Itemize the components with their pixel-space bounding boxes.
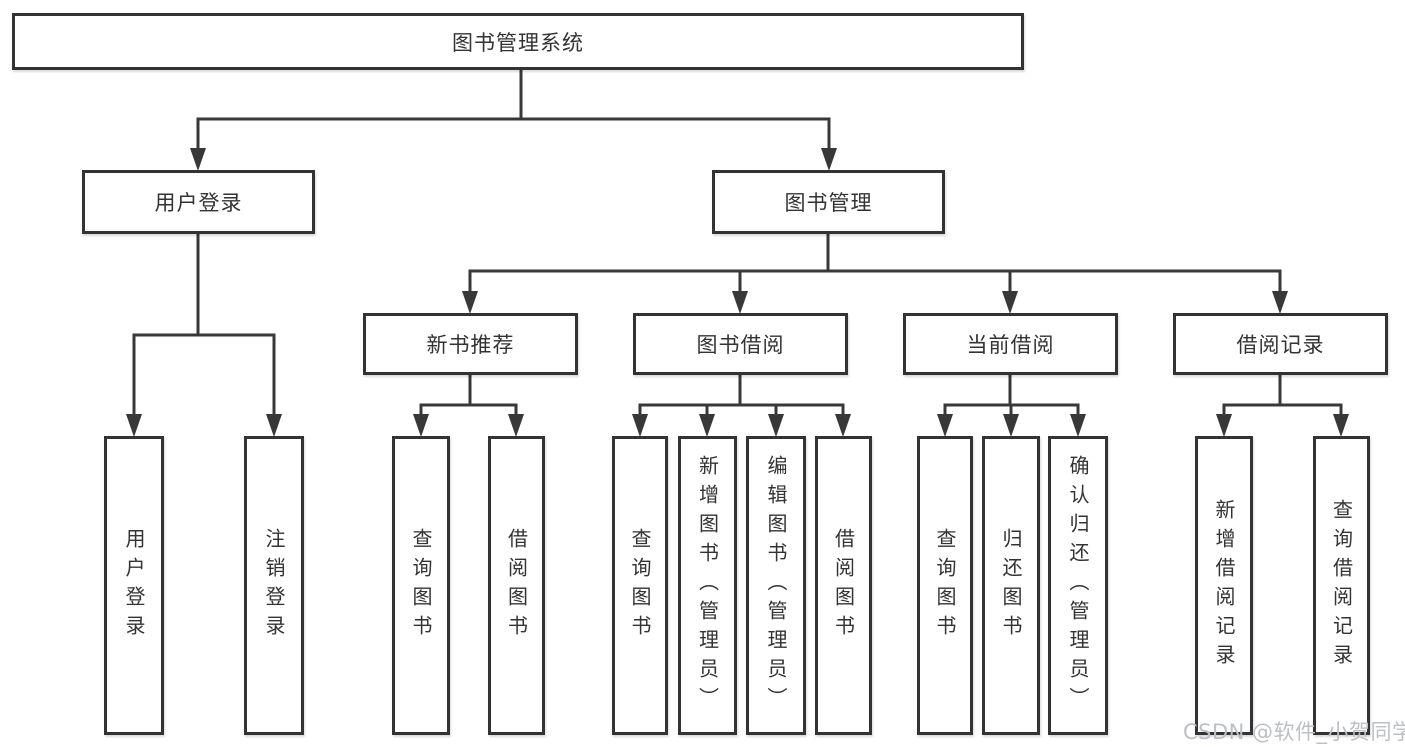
- node-book-management: 图书管理: [712, 170, 945, 234]
- leaf-label: 借阅图书: [831, 527, 856, 644]
- connector-level3-bracket: [468, 269, 1282, 296]
- leaf-label: 查询图书: [628, 527, 652, 644]
- arrow-down-icon: [699, 414, 715, 437]
- node-leaf-query-book-1: 查询图书: [392, 436, 450, 735]
- leaf-label: 借阅图书: [504, 527, 529, 644]
- node-current-borrow: 当前借阅: [903, 313, 1118, 375]
- arrow-down-icon: [1272, 291, 1288, 314]
- arrow-down-icon: [1002, 291, 1018, 314]
- connector-recommend-bracket: [419, 403, 518, 419]
- node-leaf-query-book-3: 查询图书: [917, 436, 973, 735]
- connector-record-bracket: [1222, 403, 1343, 419]
- node-leaf-edit-book-admin: 编辑图书（管理员）: [746, 436, 806, 735]
- node-leaf-query-borrow-record: 查询借阅记录: [1313, 436, 1370, 735]
- arrow-down-icon: [462, 291, 478, 314]
- arrow-down-icon: [821, 148, 837, 171]
- node-leaf-logout: 注销登录: [244, 436, 304, 735]
- node-new-book-recommend: 新书推荐: [363, 313, 578, 375]
- arrow-down-icon: [266, 414, 282, 437]
- arrow-down-icon: [1003, 414, 1019, 437]
- arrow-down-icon: [732, 291, 748, 314]
- node-leaf-user-login: 用户登录: [104, 436, 164, 735]
- arrow-down-icon: [768, 414, 784, 437]
- node-user-login: 用户登录: [82, 170, 315, 234]
- node-leaf-borrow-book-1: 借阅图书: [488, 436, 545, 735]
- node-leaf-add-book-admin: 新增图书（管理员）: [678, 436, 737, 735]
- leaf-label: 确认归还（管理员）: [1066, 455, 1090, 716]
- leaf-label: 新增图书（管理员）: [695, 455, 720, 716]
- leaf-label: 查询图书: [933, 527, 957, 644]
- leaf-label: 新增借阅记录: [1212, 498, 1236, 673]
- node-leaf-confirm-return-admin: 确认归还（管理员）: [1048, 436, 1108, 735]
- connector-user-login-bracket: [132, 333, 276, 419]
- connector-level1-bracket: [196, 117, 831, 153]
- watermark: CSDN @软件_小贺同学: [1183, 720, 1405, 744]
- node-book-borrow: 图书借阅: [633, 313, 848, 375]
- arrow-down-icon: [1333, 414, 1349, 437]
- node-leaf-return-book: 归还图书: [982, 436, 1040, 735]
- leaf-label: 用户登录: [122, 527, 146, 644]
- arrow-down-icon: [835, 414, 851, 437]
- arrow-down-icon: [190, 148, 206, 171]
- arrow-down-icon: [1070, 414, 1086, 437]
- node-library-management-system: 图书管理系统: [12, 13, 1024, 70]
- arrow-down-icon: [937, 414, 953, 437]
- arrow-down-icon: [1216, 414, 1232, 437]
- leaf-label: 编辑图书（管理员）: [764, 455, 788, 716]
- arrow-down-icon: [632, 414, 648, 437]
- connector-borrow-bracket: [638, 403, 845, 419]
- leaf-label: 查询图书: [409, 527, 433, 644]
- leaf-label: 注销登录: [262, 527, 286, 644]
- node-borrow-record: 借阅记录: [1173, 313, 1388, 375]
- arrow-down-icon: [508, 414, 524, 437]
- arrow-down-icon: [413, 414, 429, 437]
- node-leaf-query-book-2: 查询图书: [612, 436, 668, 735]
- node-leaf-add-borrow-record: 新增借阅记录: [1195, 436, 1253, 735]
- node-leaf-borrow-book-2: 借阅图书: [815, 436, 872, 735]
- arrow-down-icon: [126, 414, 142, 437]
- leaf-label: 查询借阅记录: [1329, 498, 1354, 673]
- leaf-label: 归还图书: [999, 527, 1023, 644]
